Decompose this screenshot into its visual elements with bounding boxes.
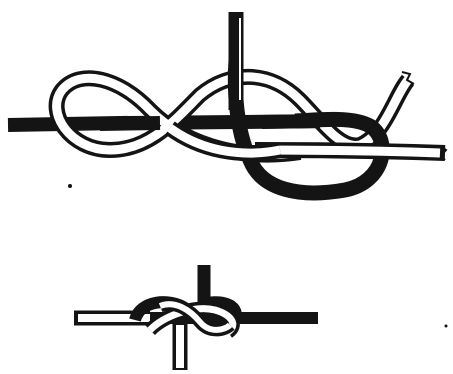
dark-rope-horizontal-over: [100, 123, 160, 124]
speck: [68, 184, 72, 188]
white-rope-tail-fill: [255, 150, 440, 153]
knot-tightened-icon: [74, 265, 448, 370]
speck-2: [445, 325, 448, 328]
knot-loose-icon: [8, 12, 446, 193]
dark-rope-horizontal-right: [262, 121, 320, 122]
